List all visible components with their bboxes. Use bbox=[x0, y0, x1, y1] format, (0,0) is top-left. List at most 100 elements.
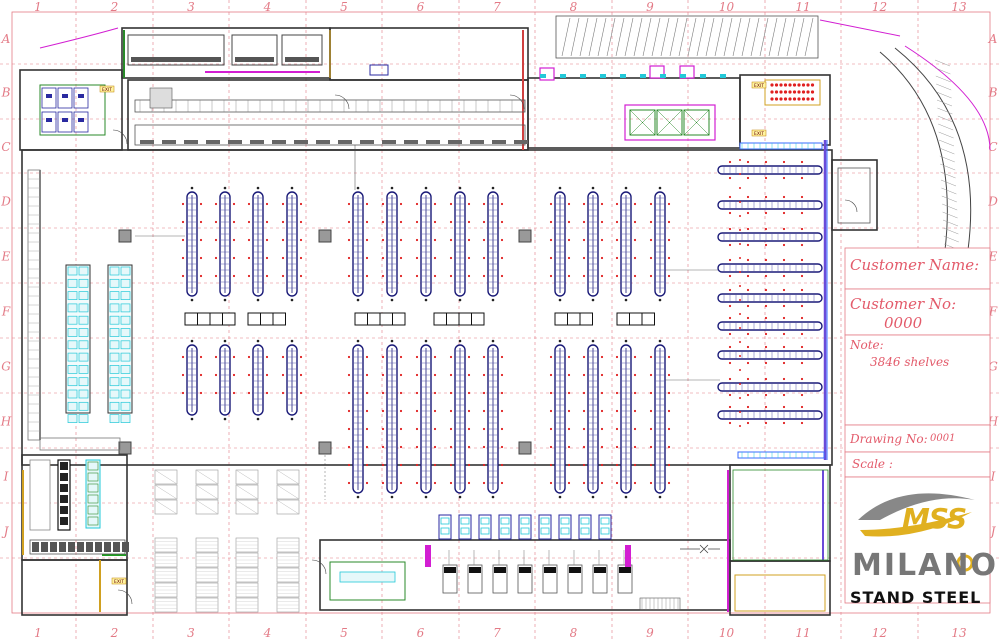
price-pin bbox=[567, 391, 571, 395]
toilet-stall bbox=[73, 87, 89, 109]
structural-column bbox=[518, 441, 532, 455]
cart-area bbox=[639, 597, 681, 611]
case-door bbox=[120, 377, 131, 387]
grid-column-label-top: 5 bbox=[340, 0, 348, 14]
gondola-shelf bbox=[247, 186, 269, 302]
parking-hatch bbox=[615, 17, 625, 57]
gondola-shelf bbox=[582, 339, 604, 499]
case-door bbox=[78, 278, 89, 288]
seat-dot bbox=[797, 83, 801, 87]
price-pin bbox=[365, 463, 369, 467]
price-pin bbox=[399, 355, 403, 359]
price-pin bbox=[232, 202, 236, 206]
price-pin bbox=[600, 481, 604, 485]
price-pin bbox=[433, 445, 437, 449]
price-pin bbox=[181, 256, 185, 260]
parking-hatch bbox=[741, 17, 751, 57]
price-pin bbox=[265, 391, 269, 395]
price-pin bbox=[247, 373, 251, 377]
pallet-rack-cross bbox=[276, 469, 300, 485]
price-pin bbox=[800, 421, 804, 425]
price-pin bbox=[728, 258, 732, 262]
seat-dot bbox=[770, 90, 774, 94]
price-pin bbox=[615, 409, 619, 413]
road-curve bbox=[879, 51, 948, 251]
price-pin bbox=[265, 355, 269, 359]
price-pin bbox=[232, 238, 236, 242]
price-pin bbox=[449, 274, 453, 278]
gondola-endcap bbox=[190, 298, 194, 302]
price-pin bbox=[615, 463, 619, 467]
price-pin bbox=[549, 445, 553, 449]
price-pin bbox=[365, 355, 369, 359]
price-pin bbox=[746, 393, 750, 397]
entry-case bbox=[339, 571, 396, 583]
price-pin bbox=[782, 304, 786, 308]
price-pin bbox=[467, 256, 471, 260]
grid-column-label-bottom: 4 bbox=[263, 626, 272, 640]
toilet-icon bbox=[78, 118, 84, 122]
promo-table-bay bbox=[209, 312, 223, 326]
price-pin bbox=[247, 355, 251, 359]
price-pin bbox=[381, 391, 385, 395]
promo-table-bay bbox=[554, 312, 568, 326]
curb-hatch bbox=[942, 219, 959, 227]
price-pin bbox=[746, 258, 750, 262]
impulse-rack bbox=[598, 514, 612, 540]
price-pin bbox=[600, 463, 604, 467]
backroom-rack-unit bbox=[360, 140, 374, 144]
price-pin bbox=[214, 220, 218, 224]
wall-shelf-bottom bbox=[737, 451, 825, 459]
price-pin bbox=[782, 176, 786, 180]
side-room-inner bbox=[837, 167, 871, 224]
price-pin bbox=[433, 463, 437, 467]
backroom-machine bbox=[149, 87, 173, 109]
price-pin bbox=[500, 355, 504, 359]
price-pin bbox=[567, 463, 571, 467]
deli-counter-unit bbox=[60, 473, 68, 481]
price-pin bbox=[567, 274, 571, 278]
exit-sign-label: EXIT bbox=[754, 131, 764, 137]
case-door bbox=[109, 401, 120, 411]
price-pin bbox=[415, 355, 419, 359]
price-pin bbox=[764, 258, 768, 262]
price-pin bbox=[482, 202, 486, 206]
curb-hatch bbox=[940, 179, 957, 187]
toilet-icon bbox=[62, 94, 68, 98]
price-pin bbox=[728, 377, 732, 381]
price-pin bbox=[600, 409, 604, 413]
price-pin bbox=[549, 202, 553, 206]
gondola-endcap bbox=[256, 298, 260, 302]
checkout-wall bbox=[319, 539, 731, 611]
case-door bbox=[120, 401, 131, 411]
case-door bbox=[120, 303, 131, 313]
cold-room-frame bbox=[624, 104, 716, 141]
title-block-cell bbox=[844, 334, 991, 426]
impulse-rack-top bbox=[560, 517, 570, 525]
price-pin bbox=[232, 373, 236, 377]
grid-column-label-top: 12 bbox=[872, 0, 887, 14]
backroom-rack-unit bbox=[316, 140, 330, 144]
wall-gondola-outline bbox=[717, 350, 823, 360]
parking-hatch bbox=[570, 17, 580, 57]
price-pin bbox=[739, 369, 741, 371]
parking-hatch bbox=[669, 17, 679, 57]
impulse-rack-top bbox=[460, 517, 470, 525]
case-door bbox=[109, 340, 120, 350]
price-pin bbox=[667, 220, 671, 224]
grid-row-label-right: C bbox=[988, 140, 997, 154]
exit-sign-label: EXIT bbox=[102, 87, 112, 93]
restroom-frame bbox=[39, 84, 106, 136]
checkout-register bbox=[494, 567, 506, 573]
wall-gondola bbox=[717, 258, 823, 278]
grid-row-label-left: D bbox=[0, 195, 11, 209]
seat-dot bbox=[792, 83, 797, 87]
price-pin bbox=[365, 202, 369, 206]
customer-no-value: 0000 bbox=[884, 314, 923, 332]
case-door bbox=[78, 303, 89, 313]
impulse-rack-bottom bbox=[500, 527, 510, 535]
seat-dot bbox=[774, 83, 779, 87]
backroom-rack-unit bbox=[228, 140, 242, 144]
